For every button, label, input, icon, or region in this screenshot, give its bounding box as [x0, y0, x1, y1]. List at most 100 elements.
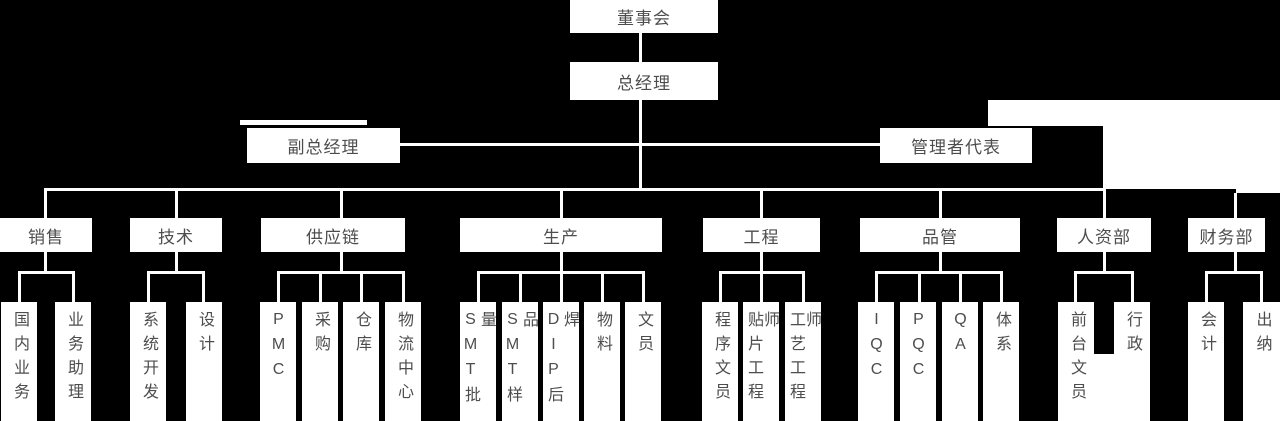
connector-line: [601, 274, 604, 302]
connector-line: [719, 274, 722, 302]
white-patch: [240, 120, 367, 125]
node-general-manager: 总经理: [570, 62, 718, 100]
dept-label: 工程: [743, 227, 780, 247]
leaf-label: 体系: [993, 311, 1010, 359]
connector-line: [1205, 271, 1263, 274]
leaf-label: 前台文员: [1068, 311, 1085, 407]
connector-line: [360, 274, 363, 302]
leaf-box-accounting: 会计: [1188, 302, 1224, 421]
connector-line: [18, 271, 75, 274]
node-general-manager-label: 总经理: [617, 73, 671, 93]
connector-line: [202, 274, 205, 302]
leaf-box-smt-engineer: 贴片工程师: [743, 302, 779, 421]
connector-line: [175, 252, 178, 272]
connector-line: [1234, 252, 1237, 272]
node-board-label: 董事会: [617, 9, 671, 28]
dept-label: 销售: [28, 227, 64, 247]
connector-line: [477, 271, 645, 274]
connector-line: [642, 274, 645, 302]
dept-box-sales: 销售: [0, 218, 92, 252]
connector-line: [639, 33, 642, 62]
leaf-label: SMT样品: [504, 311, 537, 410]
leaf-box-pmc: PMC: [260, 302, 296, 421]
dept-box-production: 生产: [460, 218, 662, 252]
connector-line: [760, 274, 763, 302]
node-board: 董事会: [570, 0, 718, 33]
leaf-box-smt-sample: SMT样品: [502, 302, 538, 421]
connector-line: [875, 274, 878, 302]
connector-line: [340, 191, 343, 218]
connector-line: [477, 274, 480, 302]
connector-line: [760, 191, 763, 218]
connector-line: [939, 252, 942, 272]
leaf-box-system-development: 系统开发: [130, 302, 166, 421]
leaf-label: SMT批量: [462, 311, 495, 410]
leaf-box-design: 设计: [186, 302, 222, 421]
connector-line: [1074, 274, 1077, 302]
leaf-label: 业务助理: [65, 311, 82, 407]
leaf-box-materials: 物料: [584, 302, 620, 421]
leaf-label: 会计: [1198, 311, 1215, 359]
white-patch: [988, 100, 1280, 126]
connector-line: [1000, 274, 1003, 302]
connector-line: [1205, 274, 1208, 302]
dept-label: 人资部: [1077, 227, 1131, 247]
leaf-box-cashier: 出纳: [1243, 302, 1280, 421]
node-deputy-general-manager: 副总经理: [247, 128, 400, 163]
dept-box-finance: 财务部: [1188, 218, 1265, 252]
leaf-label: 行政: [1124, 311, 1141, 359]
leaf-label: IQC: [868, 311, 885, 386]
leaf-box-logistics-center: 物流中心: [385, 302, 421, 421]
leaf-label: 工艺工程师: [787, 311, 820, 407]
dept-label: 生产: [543, 227, 579, 247]
connector-line: [875, 271, 1003, 274]
connector-line: [18, 274, 21, 302]
leaf-label: 文员: [635, 311, 652, 359]
leaf-label: 设计: [196, 311, 213, 359]
leaf-label: 出纳: [1253, 311, 1271, 359]
leaf-label: DIP后焊: [545, 311, 578, 410]
leaf-box-business-assistant: 业务助理: [55, 302, 91, 421]
leaf-box-program-clerk: 程序文员: [702, 302, 738, 421]
connector-line: [277, 271, 405, 274]
leaf-box-domestic-business: 国内业务: [1, 302, 37, 421]
leaf-label: 物料: [594, 311, 611, 359]
connector-line: [918, 274, 921, 302]
dept-label: 品管: [922, 227, 958, 247]
leaf-label: 物流中心: [395, 311, 412, 407]
connector-line: [719, 271, 805, 274]
connector-line: [1234, 193, 1237, 218]
connector-line: [1074, 271, 1134, 274]
connector-line: [560, 191, 563, 218]
connector-line: [147, 271, 205, 274]
dept-box-hr: 人资部: [1057, 218, 1151, 252]
connector-line: [560, 274, 563, 302]
leaf-box-clerk: 文员: [625, 302, 661, 421]
leaf-box-smt-batch: SMT批量: [460, 302, 496, 421]
connector-line: [760, 252, 763, 272]
connector-line: [147, 274, 150, 302]
connector-line: [959, 274, 962, 302]
leaf-label: 程序文员: [712, 311, 729, 407]
leaf-box-dip-soldering: DIP后焊: [543, 302, 579, 421]
dept-label: 供应链: [306, 227, 360, 247]
leaf-label: PQC: [910, 311, 927, 386]
leaf-label: 系统开发: [140, 311, 157, 407]
connector-line: [44, 191, 47, 218]
connector-line: [1260, 274, 1263, 302]
leaf-label: QA: [952, 311, 969, 361]
connector-line: [802, 274, 805, 302]
connector-line: [277, 274, 280, 302]
node-deputy-general-manager-label: 副总经理: [287, 138, 360, 157]
connector-line: [175, 191, 178, 218]
connector-line: [1103, 188, 1106, 218]
leaf-box-process-engineer: 工艺工程师: [785, 302, 821, 421]
connector-line: [1131, 274, 1134, 302]
leaf-box-administration: 行政: [1114, 302, 1150, 421]
dept-box-supply-chain: 供应链: [261, 218, 405, 252]
dept-label: 财务部: [1199, 227, 1254, 247]
connector-line: [400, 143, 880, 146]
leaf-box-iqc: IQC: [858, 302, 894, 421]
connector-line: [560, 252, 563, 272]
